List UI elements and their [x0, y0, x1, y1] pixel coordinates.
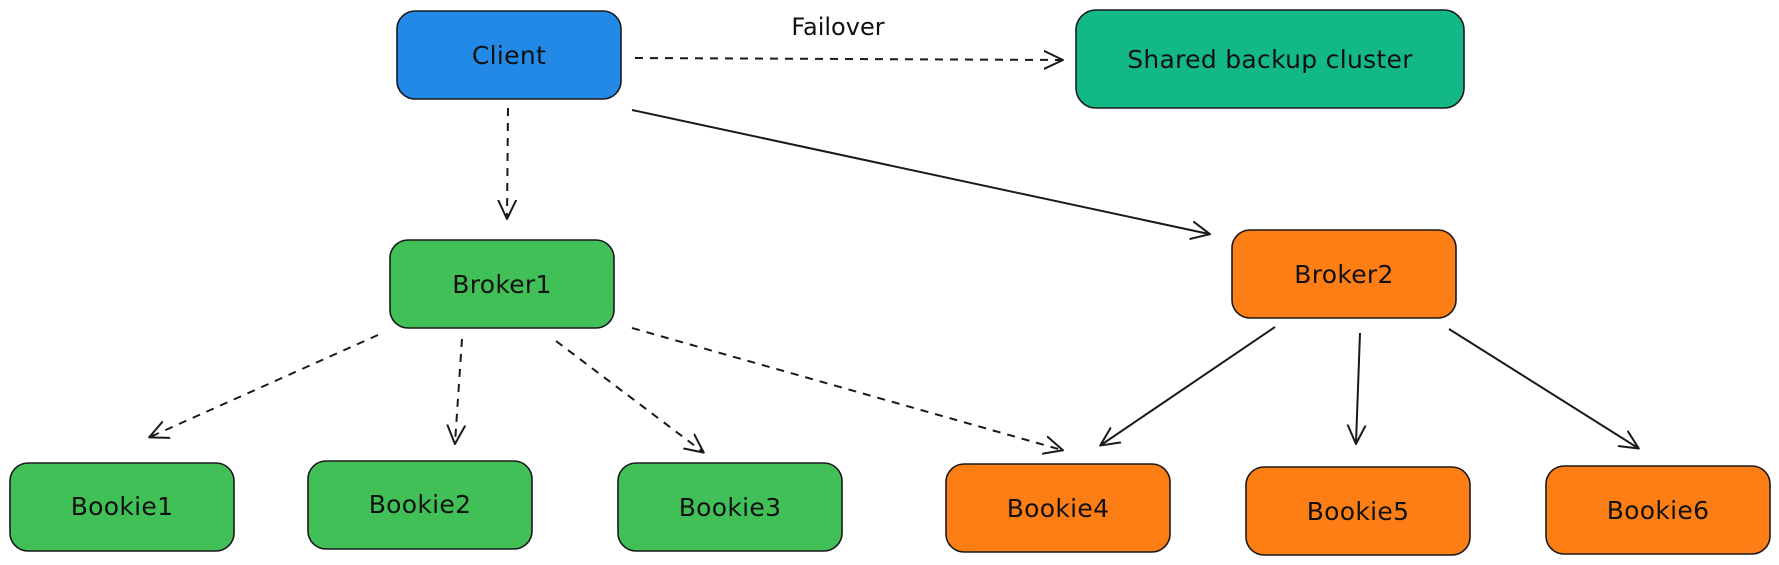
client-box: [396, 10, 622, 100]
node-bookie2[interactable]: Bookie2: [307, 460, 533, 550]
edge-broker2-to-bookie5: [1356, 332, 1360, 443]
broker1-label: Broker1: [452, 270, 551, 299]
bookie3-box: [617, 462, 843, 552]
node-bookie3[interactable]: Bookie3: [617, 462, 843, 552]
node-broker1[interactable]: Broker1: [389, 239, 615, 329]
edge-broker2-to-bookie6: [1448, 328, 1638, 448]
bookie5-label: Bookie5: [1307, 497, 1410, 526]
edge-client-to-backup: [634, 58, 1062, 60]
backup-label: Shared backup cluster: [1127, 45, 1413, 74]
edge-broker1-to-bookie4: [631, 327, 1062, 450]
edge-broker2-to-bookie4: [1101, 326, 1276, 445]
bookie4-label: Bookie4: [1007, 494, 1110, 523]
node-broker2[interactable]: Broker2: [1231, 229, 1457, 319]
bookie1-box: [9, 462, 235, 552]
edge-broker1-to-bookie3: [555, 340, 703, 452]
node-bookie4[interactable]: Bookie4: [945, 463, 1171, 553]
bookie2-label: Bookie2: [369, 490, 472, 519]
edge-client-to-broker2: [631, 109, 1209, 234]
edge-broker1-to-bookie1: [150, 334, 379, 437]
bookie5-box: [1245, 466, 1471, 556]
node-client[interactable]: Client: [396, 10, 622, 100]
broker1-box: [389, 239, 615, 329]
bookie4-box: [945, 463, 1171, 553]
bookie6-label: Bookie6: [1607, 496, 1710, 525]
bookie3-label: Bookie3: [679, 493, 782, 522]
broker2-label: Broker2: [1294, 260, 1393, 289]
node-bookie6[interactable]: Bookie6: [1545, 465, 1771, 555]
broker2-box: [1231, 229, 1457, 319]
bookie1-label: Bookie1: [71, 492, 174, 521]
edges: [150, 58, 1638, 452]
edge-broker1-to-bookie2: [455, 338, 462, 443]
failover-label: Failover: [791, 13, 884, 41]
node-bookie1[interactable]: Bookie1: [9, 462, 235, 552]
bookie6-box: [1545, 465, 1771, 555]
edge-client-to-broker1: [507, 107, 508, 218]
node-bookie5[interactable]: Bookie5: [1245, 466, 1471, 556]
node-shared-backup-cluster[interactable]: Shared backup cluster: [1075, 9, 1465, 109]
backup-box: [1075, 9, 1465, 109]
client-label: Client: [472, 41, 546, 70]
bookie2-box: [307, 460, 533, 550]
